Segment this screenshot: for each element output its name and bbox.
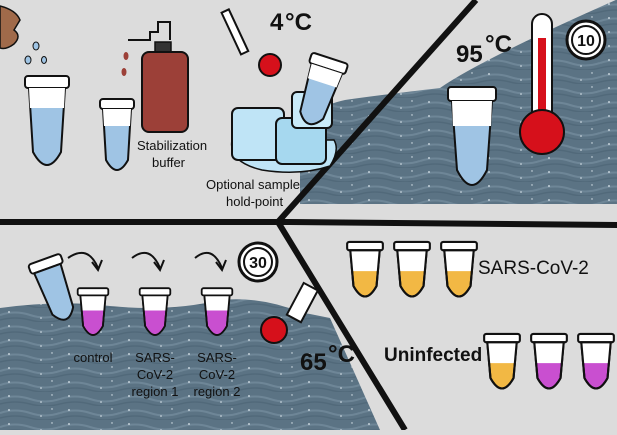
thermometer-warm-icon bbox=[260, 281, 320, 344]
lamp-tube-label: SARS- bbox=[135, 350, 175, 365]
timer-10-icon: 10 bbox=[565, 19, 607, 61]
lamp-reaction-tube bbox=[138, 287, 172, 336]
negative-result-tube bbox=[530, 332, 568, 390]
arrow-icon bbox=[131, 251, 161, 269]
divider-diagonal bbox=[274, 0, 479, 432]
negative-tube-group bbox=[483, 332, 615, 390]
cold-temperature-value: 4 bbox=[270, 9, 284, 36]
thermometer-cold-icon bbox=[220, 8, 282, 77]
arrow-icon bbox=[194, 251, 223, 269]
positive-result-tube bbox=[393, 240, 431, 298]
cold-sample-tube bbox=[299, 52, 349, 126]
sample-tube-buffer bbox=[99, 98, 135, 171]
lamp-temperature-value: 65 bbox=[300, 349, 327, 376]
negative-result-tube bbox=[483, 332, 521, 390]
heat-panel: 95 °C 10 bbox=[447, 13, 607, 186]
lamp-tube-label: control bbox=[73, 350, 112, 365]
results-panel: SARS-CoV-2 Uninfected bbox=[346, 240, 615, 390]
thermometer-hot-icon bbox=[519, 13, 565, 155]
positive-result-tube bbox=[440, 240, 478, 298]
lamp-tube-group: control SARS- CoV-2 region 1 SARS- CoV-2 regio… bbox=[73, 287, 241, 399]
face-icon bbox=[0, 5, 21, 50]
negative-result-label: Uninfected bbox=[384, 345, 482, 366]
lamp-tube-label: CoV-2 bbox=[199, 367, 235, 382]
heated-sample-tube bbox=[447, 86, 497, 186]
lamp-timer-value: 30 bbox=[249, 255, 267, 272]
lamp-tube-label: region 2 bbox=[194, 384, 241, 399]
arrow-icon bbox=[67, 251, 99, 269]
lamp-temperature-unit: °C bbox=[328, 341, 355, 368]
lamp-sample-tube bbox=[27, 253, 75, 321]
transfer-arrows bbox=[67, 251, 227, 273]
buffer-bottle-icon bbox=[121, 21, 189, 133]
heat-timer-value: 10 bbox=[577, 33, 595, 50]
lamp-reaction-tube bbox=[76, 287, 110, 336]
sample-tube-large bbox=[24, 75, 70, 166]
negative-result-tube bbox=[577, 332, 615, 390]
lamp-tube-label: region 1 bbox=[132, 384, 179, 399]
cold-temperature-unit: °C bbox=[285, 9, 312, 36]
positive-result-tube bbox=[346, 240, 384, 298]
lamp-reaction-tube bbox=[200, 287, 234, 336]
holdpoint-label-line2: hold-point bbox=[226, 194, 283, 209]
divider-horizontal bbox=[0, 219, 617, 228]
lamp-tube-label: CoV-2 bbox=[137, 367, 173, 382]
hot-temperature-unit: °C bbox=[485, 31, 512, 58]
buffer-label-line2: buffer bbox=[152, 155, 186, 170]
holdpoint-label-line1: Optional sample bbox=[206, 177, 300, 192]
lamp-panel: control SARS- CoV-2 region 1 SARS- CoV-2 regio… bbox=[27, 241, 355, 399]
positive-tube-group bbox=[346, 240, 478, 298]
spray-droplets-icon bbox=[24, 41, 47, 65]
hot-temperature-value: 95 bbox=[456, 41, 483, 68]
lamp-tube-label: SARS- bbox=[197, 350, 237, 365]
buffer-label-line1: Stabilization bbox=[137, 138, 207, 153]
timer-30-icon: 30 bbox=[237, 241, 279, 283]
positive-result-label: SARS-CoV-2 bbox=[478, 258, 589, 279]
collection-panel: Stabilization buffer 4 °C Optional sampl… bbox=[0, 5, 349, 209]
